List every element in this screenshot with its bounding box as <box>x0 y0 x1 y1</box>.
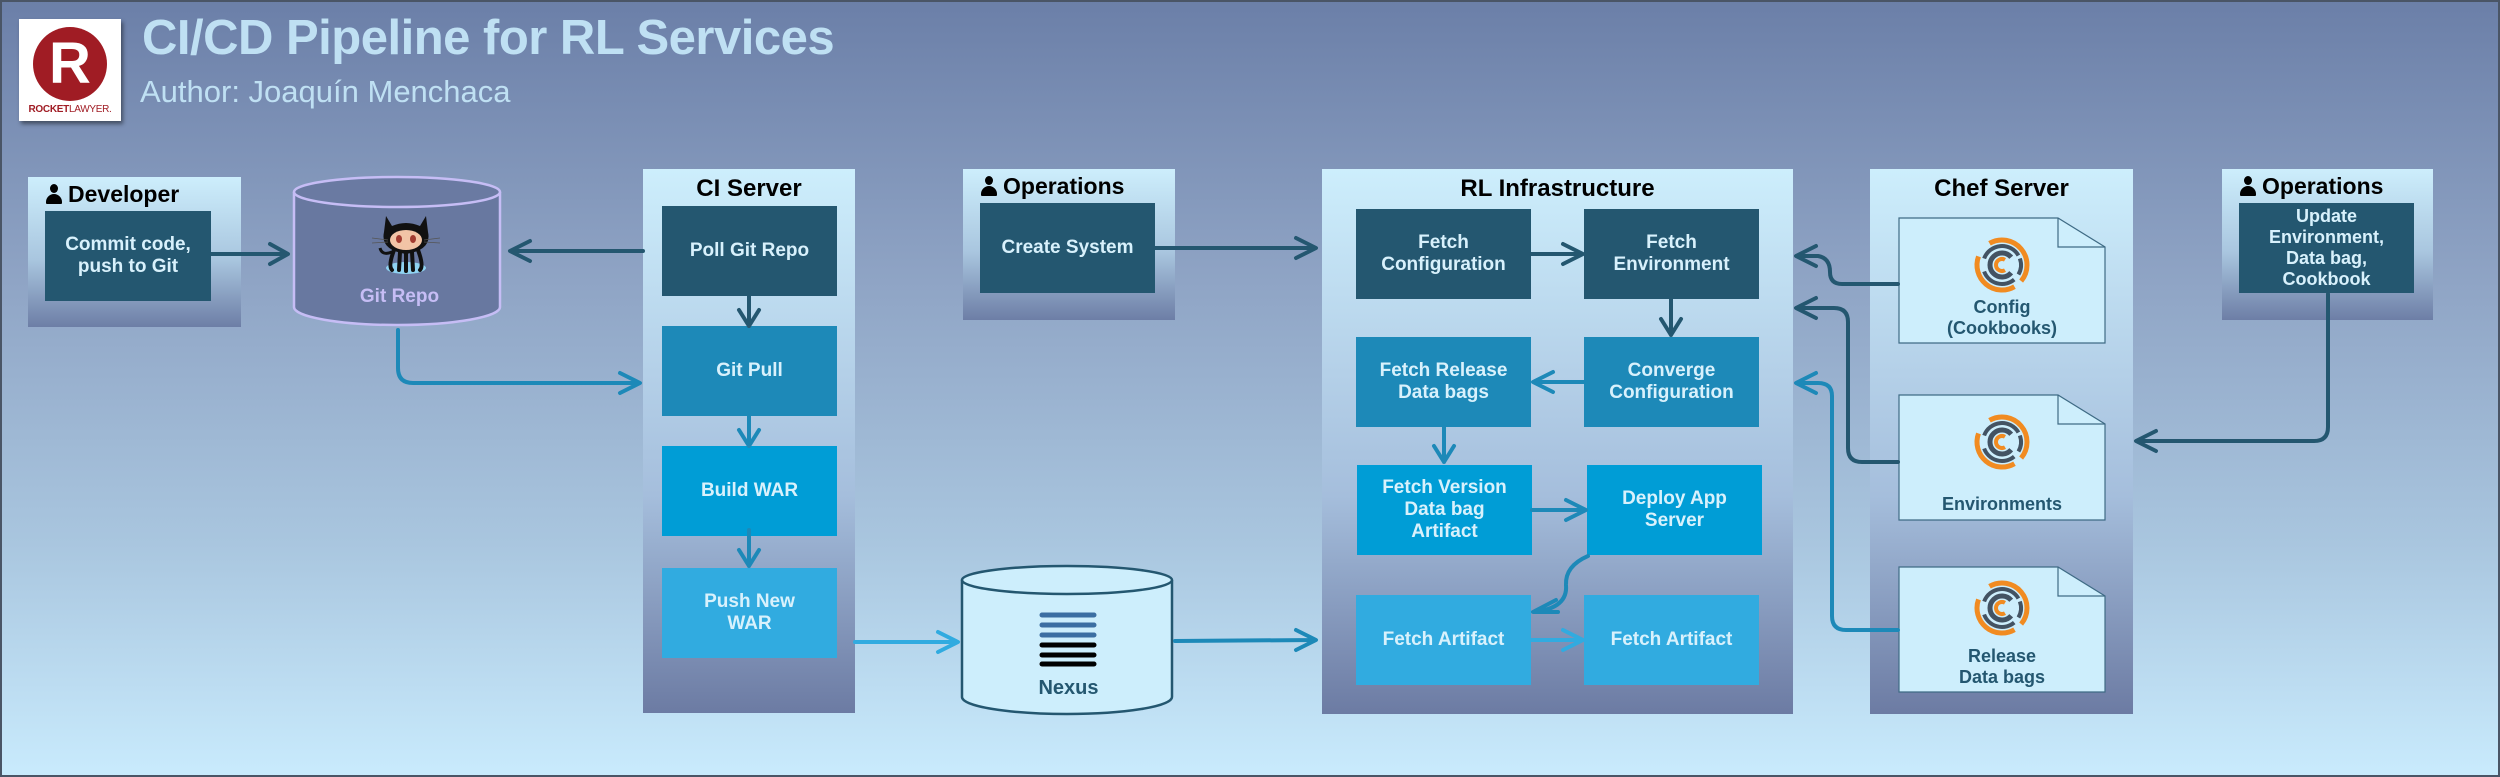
arrow-git-to-pull <box>396 328 642 395</box>
operations-left-title: Operations <box>981 173 1175 200</box>
rocket-lawyer-logo: R ROCKETLAWYER. <box>19 19 121 121</box>
operations-update-panel: Operations Update Environment, Data bag,… <box>2222 169 2433 320</box>
git-repo-cylinder[interactable] <box>290 172 512 332</box>
page-title: CI/CD Pipeline for RL Services <box>142 11 835 65</box>
ci-server-panel: CI Server Poll Git Repo Git Pull Build W… <box>643 169 855 713</box>
converge-configuration-step[interactable]: Converge Configuration <box>1584 337 1759 427</box>
chef-doc-environments[interactable]: Environments <box>1898 394 2106 521</box>
operations-create-panel: Operations Create System <box>963 169 1175 320</box>
git-pull-step[interactable]: Git Pull <box>662 326 837 416</box>
poll-git-repo-step[interactable]: Poll Git Repo <box>662 206 837 296</box>
rl-infrastructure-panel: RL Infrastructure Fetch Configuration Fe… <box>1322 169 1793 714</box>
build-war-step[interactable]: Build WAR <box>662 446 837 536</box>
chef-doc-environments-label: Environments <box>1941 494 2063 514</box>
operations-right-title-text: Operations <box>2262 173 2384 199</box>
logo-brand-light: LAWYER. <box>68 104 112 115</box>
developer-panel: Developer Commit code, push to Git <box>28 177 241 327</box>
operations-left-title-text: Operations <box>1003 173 1125 199</box>
operations-right-title: Operations <box>2240 173 2433 200</box>
github-octocat-icon <box>371 216 441 274</box>
rl-infrastructure-title: RL Infrastructure <box>1460 175 1655 202</box>
commit-code-step[interactable]: Commit code, push to Git <box>45 211 211 301</box>
person-icon <box>981 176 997 196</box>
create-system-step[interactable]: Create System <box>980 203 1155 293</box>
ci-server-title: CI Server <box>696 175 802 202</box>
logo-brand: ROCKETLAWYER. <box>19 104 121 115</box>
person-icon <box>2240 176 2256 196</box>
developer-title: Developer <box>46 181 241 208</box>
fetch-artifact-step-1[interactable]: Fetch Artifact <box>1356 595 1531 685</box>
chef-doc-config-label: Config (Cookbooks) <box>1947 297 2057 338</box>
chef-doc-release-data-bags[interactable]: Release Data bags <box>1898 566 2106 693</box>
developer-title-text: Developer <box>68 181 180 207</box>
chef-logo-icon <box>1974 237 2030 293</box>
update-environment-step[interactable]: Update Environment, Data bag, Cookbook <box>2239 203 2414 293</box>
logo-circle: R <box>33 27 107 101</box>
nexus-stack-icon <box>1039 612 1097 667</box>
fetch-release-data-bags-step[interactable]: Fetch Release Data bags <box>1356 337 1531 427</box>
chef-doc-release-data-bags-label: Release Data bags <box>1958 646 2046 687</box>
person-icon <box>46 184 62 204</box>
document-shape <box>1898 566 2106 693</box>
fetch-artifact-step-2[interactable]: Fetch Artifact <box>1584 595 1759 685</box>
arrow-poll-to-git <box>508 239 645 263</box>
fetch-version-data-bag-step[interactable]: Fetch Version Data bag Artifact <box>1357 465 1532 555</box>
chef-server-title: Chef Server <box>1934 175 2069 202</box>
logo-brand-bold: ROCKET <box>28 104 70 115</box>
fetch-environment-step[interactable]: Fetch Environment <box>1584 209 1759 299</box>
chef-logo-icon <box>1974 580 2030 636</box>
page-subtitle: Author: Joaquín Menchaca <box>140 74 511 109</box>
nexus-label: Nexus <box>1038 677 1099 699</box>
arrow-push-to-nexus <box>853 630 960 654</box>
deploy-app-server-step[interactable]: Deploy App Server <box>1587 465 1762 555</box>
git-repo-label: Git Repo <box>359 286 440 307</box>
fetch-configuration-step[interactable]: Fetch Configuration <box>1356 209 1531 299</box>
chef-doc-config[interactable]: Config (Cookbooks) <box>1898 217 2106 344</box>
arrow-create-to-infra <box>1153 236 1318 260</box>
logo-letter: R <box>49 31 91 96</box>
chef-logo-icon <box>1974 414 2030 470</box>
push-new-war-step[interactable]: Push New WAR <box>662 568 837 658</box>
arrow-nexus-to-infra <box>1173 628 1318 652</box>
